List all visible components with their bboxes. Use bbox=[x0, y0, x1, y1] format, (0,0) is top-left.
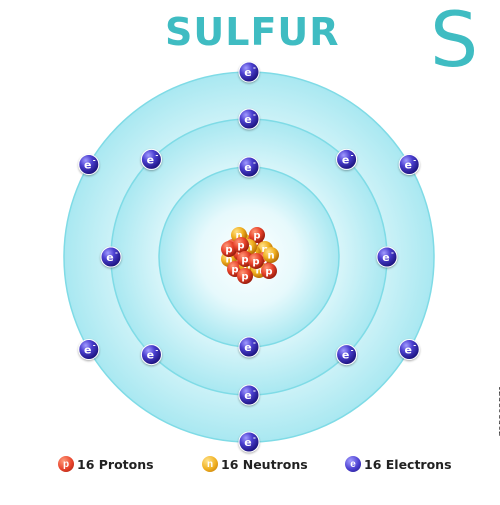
svg-text:-: - bbox=[253, 387, 256, 395]
svg-text:-: - bbox=[253, 64, 256, 72]
svg-text:e: e bbox=[244, 161, 251, 174]
svg-text:p: p bbox=[241, 255, 248, 266]
legend-protons: p 16 Protons bbox=[58, 456, 154, 472]
proton: p bbox=[233, 237, 249, 253]
svg-text:p: p bbox=[241, 272, 248, 283]
proton-icon: p bbox=[58, 456, 74, 472]
svg-text:e: e bbox=[404, 344, 411, 357]
electron: e- bbox=[398, 154, 420, 175]
electron: e- bbox=[140, 344, 162, 366]
svg-text:e: e bbox=[106, 251, 113, 264]
svg-text:n: n bbox=[235, 231, 242, 242]
svg-text:-: - bbox=[351, 347, 354, 355]
electron: e- bbox=[140, 148, 162, 170]
neutron-icon: n bbox=[202, 456, 218, 472]
svg-text:e: e bbox=[84, 159, 91, 172]
element-name: SULFUR bbox=[165, 10, 340, 54]
electron: e- bbox=[238, 384, 260, 406]
electron: e- bbox=[376, 246, 398, 268]
neutron: n bbox=[263, 247, 279, 263]
svg-text:-: - bbox=[93, 157, 96, 165]
svg-text:n: n bbox=[255, 266, 262, 277]
svg-text:e: e bbox=[147, 349, 154, 362]
svg-text:e: e bbox=[342, 349, 349, 362]
svg-text:e: e bbox=[84, 344, 91, 357]
electron: e- bbox=[78, 339, 100, 360]
svg-text:e: e bbox=[382, 251, 389, 264]
svg-text:-: - bbox=[413, 157, 416, 165]
svg-text:-: - bbox=[391, 249, 394, 257]
electron: e- bbox=[398, 339, 420, 360]
svg-text:e: e bbox=[244, 389, 251, 402]
svg-text:e: e bbox=[244, 113, 251, 126]
electron: e- bbox=[238, 156, 260, 178]
svg-text:p: p bbox=[265, 267, 272, 278]
electron: e- bbox=[238, 108, 260, 130]
electron: e- bbox=[336, 344, 358, 366]
legend-electrons: e 16 Electrons bbox=[345, 456, 452, 472]
electron: e- bbox=[238, 61, 260, 83]
svg-text:e: e bbox=[404, 159, 411, 172]
svg-text:e: e bbox=[147, 153, 154, 166]
svg-text:-: - bbox=[351, 151, 354, 159]
svg-text:p: p bbox=[225, 245, 232, 256]
svg-text:-: - bbox=[93, 342, 96, 350]
legend: p 16 Protons n 16 Neutrons e 16 Electron… bbox=[0, 456, 500, 480]
svg-text:e: e bbox=[342, 153, 349, 166]
legend-label-neutrons: 16 Neutrons bbox=[221, 456, 308, 472]
svg-text:-: - bbox=[155, 151, 158, 159]
svg-text:e: e bbox=[244, 436, 251, 449]
svg-text:-: - bbox=[413, 342, 416, 350]
element-symbol: S bbox=[430, 0, 479, 84]
svg-text:-: - bbox=[253, 159, 256, 167]
svg-text:e: e bbox=[244, 341, 251, 354]
electron: e- bbox=[78, 154, 100, 175]
proton: p bbox=[249, 227, 265, 243]
electron: e- bbox=[336, 148, 358, 170]
proton: p bbox=[248, 253, 264, 269]
svg-text:p: p bbox=[237, 241, 244, 252]
svg-text:-: - bbox=[155, 347, 158, 355]
svg-text:p: p bbox=[252, 257, 259, 268]
electron: e- bbox=[238, 336, 260, 358]
svg-text:e: e bbox=[244, 66, 251, 79]
proton: p bbox=[237, 268, 253, 284]
nucleus: pnpnnpnppnnppnppnnppp bbox=[221, 227, 279, 284]
electron-icon: e bbox=[345, 456, 361, 472]
svg-text:n: n bbox=[225, 255, 232, 266]
proton: p bbox=[261, 263, 277, 279]
legend-neutrons: n 16 Neutrons bbox=[202, 456, 308, 472]
svg-text:n: n bbox=[267, 251, 274, 262]
svg-text:p: p bbox=[231, 265, 238, 276]
electron: e- bbox=[100, 246, 122, 268]
svg-text:-: - bbox=[253, 111, 256, 119]
electron: e- bbox=[238, 431, 260, 453]
svg-text:-: - bbox=[115, 249, 118, 257]
legend-label-protons: 16 Protons bbox=[77, 456, 154, 472]
svg-text:p: p bbox=[253, 231, 260, 242]
legend-label-electrons: 16 Electrons bbox=[364, 456, 452, 472]
svg-text:n: n bbox=[245, 243, 252, 254]
svg-text:-: - bbox=[253, 339, 256, 347]
svg-text:-: - bbox=[253, 434, 256, 442]
